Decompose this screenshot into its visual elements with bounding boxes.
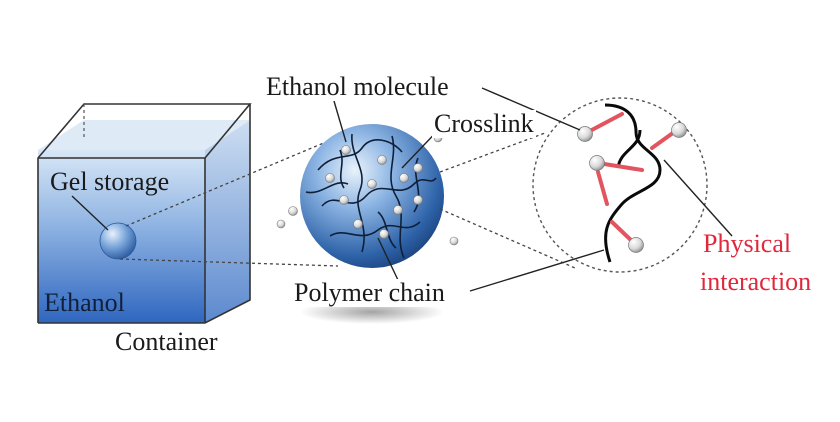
- ethanol-molecule-leader-1: [333, 100, 347, 143]
- label-polymer-chain: Polymer chain: [292, 278, 447, 307]
- polymer-chain-leader: [377, 237, 399, 281]
- label-ethanol: Ethanol: [44, 288, 125, 317]
- ethanol-liquid-surface: [38, 120, 250, 150]
- detail-polymer-chains: [604, 103, 662, 263]
- polymer-chain-detail-leader: [469, 249, 605, 292]
- container-box: [37, 103, 252, 324]
- physical-interaction-leader: [663, 159, 733, 237]
- label-gel-storage: Gel storage: [50, 167, 170, 196]
- gel-sphere-magnified: [300, 124, 444, 268]
- label-container: Container: [115, 327, 218, 356]
- ethanol-liquid-side: [205, 120, 250, 323]
- label-crosslink: Crosslink: [432, 109, 536, 138]
- ethanol-molecules-outer: [276, 133, 459, 246]
- detail-ethanol-molecules: [577, 122, 687, 253]
- label-physical-interaction-line2: interaction: [700, 267, 812, 296]
- ethanol-molecule-leader-2: [481, 87, 581, 131]
- label-ethanol-molecule: Ethanol molecule: [264, 72, 451, 101]
- label-physical-interaction-line1: Physical: [703, 229, 792, 258]
- detail-projection-bottom: [439, 208, 576, 269]
- ethanol-molecules-inner: [325, 145, 423, 239]
- physical-interaction-bonds: [586, 112, 679, 245]
- detail-projection-top: [439, 132, 546, 173]
- projection-line-bottom: [119, 258, 339, 267]
- gel-storage-leader: [71, 195, 109, 231]
- gel-storage-sphere: [99, 222, 137, 260]
